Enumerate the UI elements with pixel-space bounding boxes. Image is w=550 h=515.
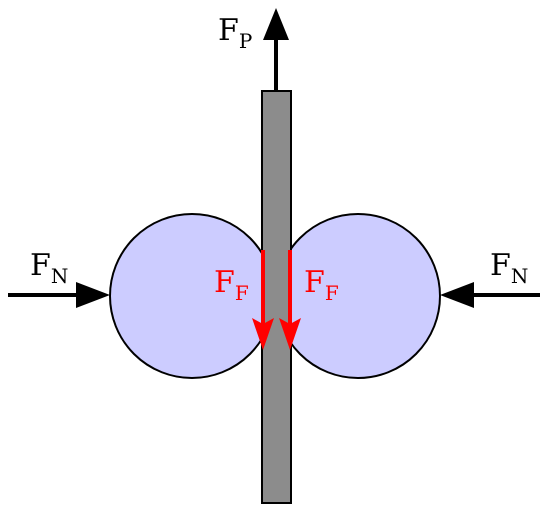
pull-force-arrow [263,8,289,91]
normal-force-left-label: F [30,248,51,283]
svg-text:FF: FF [214,265,249,305]
friction-force-right-subscript: F [325,281,339,305]
pull-force-label: F [218,13,239,48]
normal-force-left-subscript: N [51,264,69,288]
rod [261,90,292,504]
svg-text:FN: FN [30,248,68,288]
pull-force-subscript: P [239,29,252,53]
normal-force-left-arrow [8,282,110,308]
normal-force-right-label: F [490,248,511,283]
normal-force-right-subscript: N [511,264,529,288]
friction-force-left-subscript: F [235,281,249,305]
friction-force-left-arrow [252,250,274,350]
friction-force-left-label: F [214,265,235,300]
svg-text:FN: FN [490,248,528,288]
right-roller [275,213,441,379]
normal-force-right-arrow [440,282,540,308]
svg-text:FF: FF [304,265,339,305]
friction-force-right-label: F [304,265,325,300]
friction-force-right-arrow [279,250,301,350]
svg-text:FP: FP [218,13,252,53]
left-roller [109,213,275,379]
